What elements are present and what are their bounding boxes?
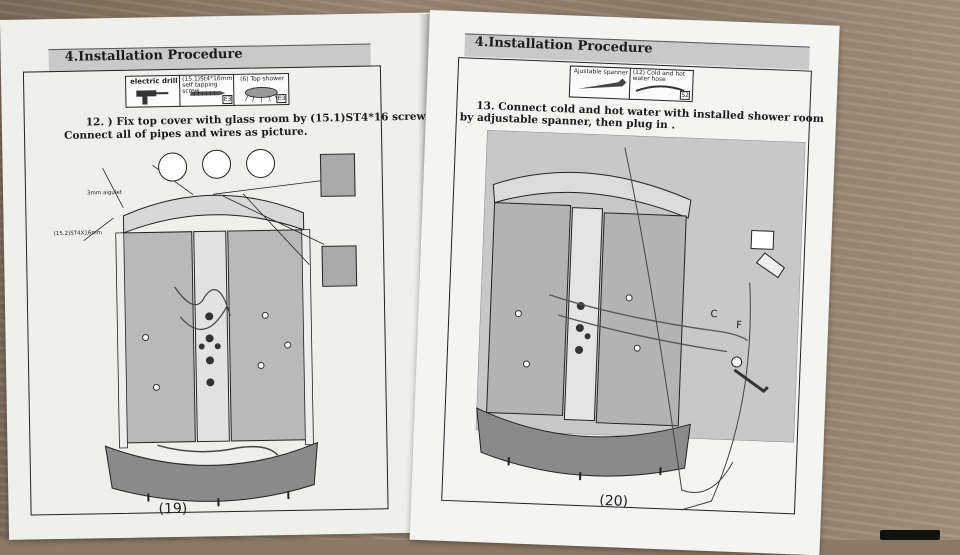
hot-water-marker: F <box>735 319 743 332</box>
shower-connection-illustration <box>475 130 806 511</box>
manual-page-right: 4.Installation Procedure Ajustable spann… <box>409 10 840 555</box>
tool-box-top-shower: (6) Top shower E3 <box>232 72 290 106</box>
adjustable-spanner-icon <box>578 78 627 89</box>
manual-page-left: 4.Installation Procedure electric drill … <box>0 12 442 540</box>
tool-box-drill: electric drill <box>124 74 182 108</box>
tool-box-hose: (12) Cold and hot water hose S2 <box>628 67 694 103</box>
electric-drill-icon <box>136 90 169 105</box>
water-hose-icon <box>635 85 685 92</box>
dark-object-edge <box>880 530 940 540</box>
page-number: (20) <box>598 492 629 510</box>
tool-box-screw: (15.1)St4*16mm self tapping screw E3 <box>178 73 236 107</box>
top-shower-icon <box>244 87 278 103</box>
page-number: (19) <box>158 500 188 518</box>
screw-icon <box>190 91 226 96</box>
shower-cabin-illustration <box>83 148 358 507</box>
cold-water-marker: C <box>710 308 718 321</box>
tool-box-spanner: Ajustable spanner <box>568 65 632 100</box>
